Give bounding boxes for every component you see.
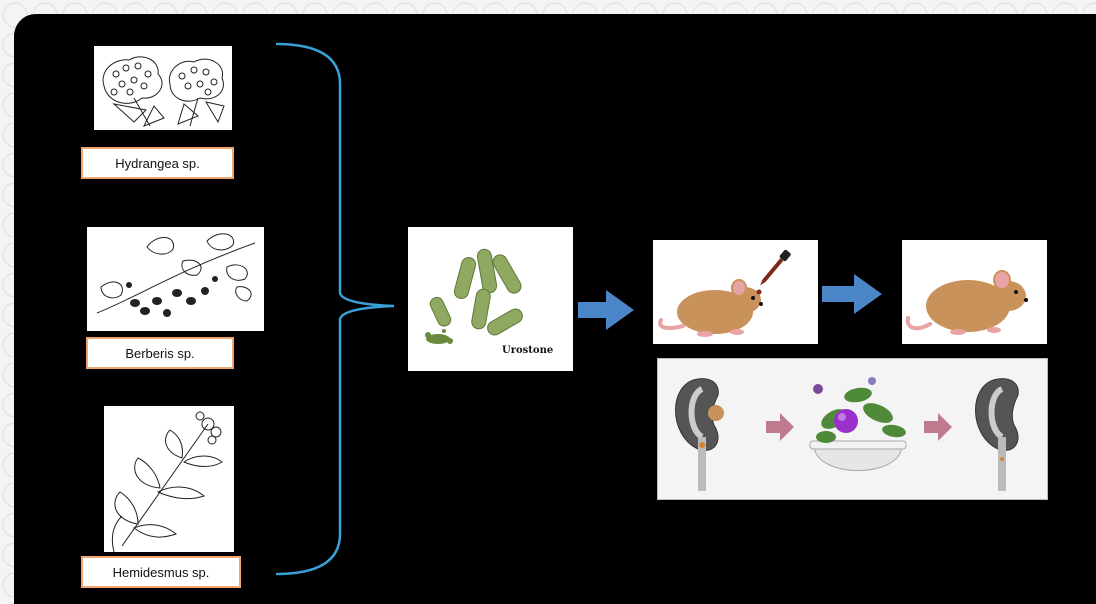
mouse-with-dropper-icon: [658, 249, 791, 337]
kidney-herbal-treatment-icon: [675, 377, 1019, 491]
hydrangea-sketch-icon: [102, 56, 225, 127]
hydrangea-illustration: [94, 46, 232, 130]
hemidesmus-illustration: [104, 406, 234, 552]
green-capsules-icon: [425, 248, 523, 344]
mouse-dosing-illustration: [653, 240, 818, 344]
plant-label-hemidesmus: Hemidesmus sp.: [81, 556, 241, 588]
arrow-to-outcome: [822, 274, 882, 314]
urostone-label: Urostone: [502, 345, 554, 356]
berberis-illustration: [87, 227, 264, 331]
diagram-panel: Hydrangea sp. Berberis sp.: [14, 14, 1096, 604]
convergence-bracket: [275, 42, 395, 576]
urostone-capsules-illustration: Urostone: [408, 227, 573, 371]
plant-label-hydrangea: Hydrangea sp.: [81, 147, 234, 179]
mouse-outcome-illustration: [902, 240, 1047, 344]
berberis-sketch-icon: [96, 233, 256, 317]
plant-label-berberis: Berberis sp.: [86, 337, 234, 369]
arrow-to-dosing: [578, 290, 634, 330]
mouse-icon: [905, 270, 1028, 335]
kidney-treatment-illustration: [657, 358, 1048, 500]
hemidesmus-sketch-icon: [111, 411, 223, 552]
